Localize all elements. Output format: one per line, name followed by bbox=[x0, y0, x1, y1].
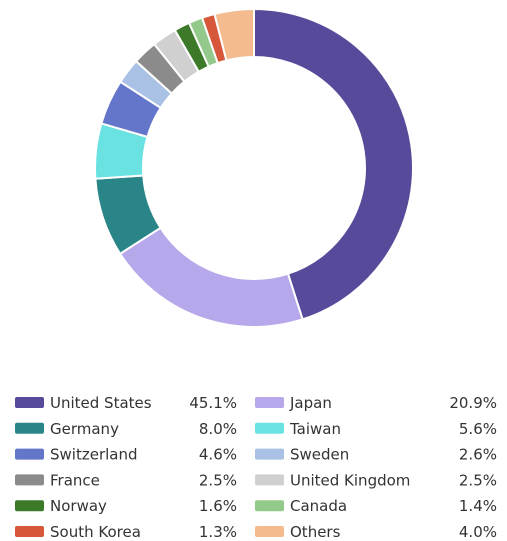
legend-value-japan: 20.9% bbox=[449, 394, 497, 412]
legend-swatch-sweden bbox=[255, 448, 284, 460]
legend-swatch-switzerland bbox=[15, 448, 44, 460]
legend-swatch-japan bbox=[255, 397, 284, 408]
legend-swatch-germany bbox=[15, 422, 44, 434]
slice-others[interactable] bbox=[213, 7, 255, 62]
legend-value-norway: 1.6% bbox=[199, 497, 237, 515]
legend-label-norway[interactable]: Norway bbox=[50, 497, 107, 515]
legend-label-others[interactable]: Others bbox=[290, 523, 341, 541]
legend-label-sweden[interactable]: Sweden bbox=[290, 446, 349, 464]
legend-label-south-korea[interactable]: South Korea bbox=[50, 523, 141, 541]
legend-label-switzerland[interactable]: Switzerland bbox=[50, 446, 138, 464]
legend-swatch-united-kingdom bbox=[255, 474, 284, 486]
legend-label-germany[interactable]: Germany bbox=[50, 420, 119, 438]
legend-value-sweden: 2.6% bbox=[459, 446, 497, 464]
legend-value-france: 2.5% bbox=[199, 471, 237, 489]
legend-label-canada[interactable]: Canada bbox=[290, 497, 347, 515]
legend-swatch-united-states bbox=[15, 397, 44, 408]
legend-swatch-south-korea bbox=[15, 526, 44, 537]
legend: United States 45.1% Japan 20.9% Germany 8.0% T… bbox=[15, 394, 497, 541]
legend-label-france[interactable]: France bbox=[50, 471, 100, 489]
donut-slices bbox=[94, 7, 414, 328]
legend-swatch-norway bbox=[15, 500, 44, 512]
legend-label-taiwan[interactable]: Taiwan bbox=[289, 420, 341, 438]
slice-japan[interactable] bbox=[118, 226, 304, 328]
legend-swatch-canada bbox=[255, 500, 284, 512]
slice-united-states[interactable] bbox=[253, 7, 414, 321]
legend-value-switzerland: 4.6% bbox=[199, 446, 237, 464]
legend-value-germany: 8.0% bbox=[199, 420, 237, 438]
legend-value-canada: 1.4% bbox=[459, 497, 497, 515]
legend-value-united-kingdom: 2.5% bbox=[459, 471, 497, 489]
legend-swatch-others bbox=[255, 526, 284, 537]
legend-value-taiwan: 5.6% bbox=[459, 420, 497, 438]
legend-label-united-kingdom[interactable]: United Kingdom bbox=[290, 471, 410, 489]
legend-value-united-states: 45.1% bbox=[189, 394, 237, 412]
legend-label-japan[interactable]: Japan bbox=[289, 394, 332, 412]
legend-value-others: 4.0% bbox=[459, 523, 497, 541]
legend-swatch-taiwan bbox=[255, 422, 284, 434]
legend-label-united-states[interactable]: United States bbox=[50, 394, 152, 412]
legend-swatch-france bbox=[15, 474, 44, 486]
legend-value-south-korea: 1.3% bbox=[199, 523, 237, 541]
